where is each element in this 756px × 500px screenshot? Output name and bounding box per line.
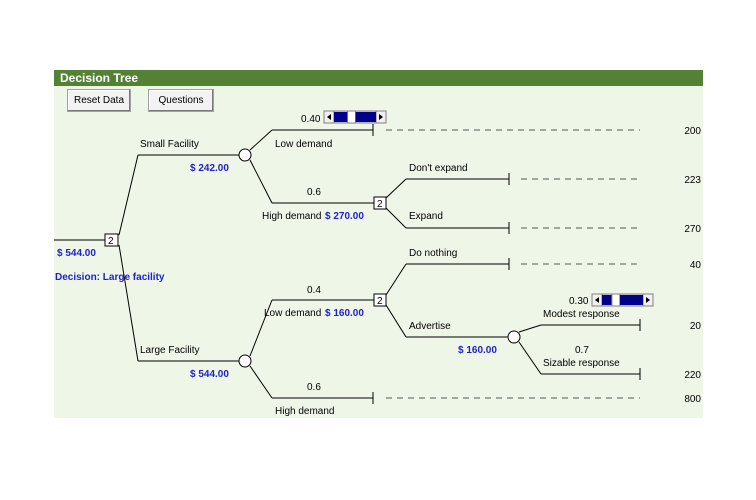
- sizable-prob: 0.7: [575, 345, 589, 356]
- small-high-label: High demand: [262, 211, 321, 222]
- do-nothing-label: Do nothing: [409, 248, 457, 259]
- large-facility-chance-node: [238, 354, 252, 368]
- small-facility-chance-node: [238, 148, 252, 162]
- large-low-prob: 0.4: [307, 285, 321, 296]
- advertise-label: Advertise: [409, 321, 451, 332]
- decision-summary: Decision: Large facility: [55, 272, 165, 283]
- large-high-label: High demand: [275, 406, 334, 417]
- small-low-prob: 0.40: [301, 114, 321, 125]
- small-high-prob: 0.6: [307, 187, 321, 198]
- large-facility-branch-diag: [118, 244, 139, 362]
- large-low-decision-node: [373, 293, 387, 307]
- slider-track[interactable]: [334, 110, 376, 124]
- advertise-diag: [385, 304, 407, 338]
- small-low-branch-diag: [249, 129, 273, 151]
- small-facility-value: $ 242.00: [190, 163, 229, 174]
- expand-diag: [385, 207, 407, 229]
- slider-track[interactable]: [602, 293, 643, 307]
- dont-expand-label: Don't expand: [409, 163, 468, 174]
- slider-thumb[interactable]: [347, 110, 357, 124]
- reset-data-button[interactable]: Reset Data: [67, 89, 131, 112]
- modest-payoff: 20: [690, 321, 702, 332]
- sizable-payoff: 220: [684, 370, 701, 381]
- large-high-diag: [249, 365, 273, 399]
- modest-probability-slider[interactable]: [591, 293, 654, 307]
- large-low-label: Low demand: [264, 308, 321, 319]
- large-high-payoff: 800: [684, 394, 701, 405]
- expand-payoff: 270: [684, 224, 701, 235]
- do-nothing-diag: [385, 263, 407, 296]
- questions-button[interactable]: Questions: [148, 89, 214, 112]
- modest-prob: 0.30: [569, 296, 589, 307]
- slider-thumb[interactable]: [611, 293, 621, 307]
- modest-diag: [518, 324, 542, 333]
- small-low-label: Low demand: [275, 139, 332, 150]
- root-decision-node: [104, 233, 119, 247]
- small-low-payoff: 200: [684, 126, 701, 137]
- root-value: $ 544.00: [57, 248, 96, 259]
- large-facility-label: Large Facility: [140, 345, 199, 356]
- dont-expand-payoff: 223: [684, 175, 701, 186]
- modest-label: Modest response: [543, 309, 620, 320]
- small-low-probability-slider[interactable]: [323, 110, 387, 124]
- large-low-branch-diag: [249, 299, 273, 357]
- small-high-node-number: 2: [377, 199, 383, 210]
- tree-panel: [54, 70, 703, 418]
- large-facility-value: $ 544.00: [190, 369, 229, 380]
- title-bar: Decision Tree: [54, 70, 703, 86]
- root-node-number: 2: [108, 236, 114, 247]
- expand-label: Expand: [409, 211, 443, 222]
- small-high-value: $ 270.00: [325, 211, 364, 222]
- advertise-chance-node: [507, 330, 521, 344]
- slider-fill: [602, 295, 612, 305]
- small-high-branch-diag: [249, 159, 273, 204]
- advertise-value: $ 160.00: [458, 345, 497, 356]
- app-title: Decision Tree: [60, 71, 139, 85]
- small-high-decision-node: [373, 196, 387, 210]
- sizable-diag: [518, 341, 542, 375]
- dont-expand-diag: [385, 178, 407, 199]
- slider-fill: [355, 112, 376, 122]
- small-facility-label: Small Facility: [140, 139, 199, 150]
- large-high-prob: 0.6: [307, 382, 321, 393]
- slider-fill: [334, 112, 348, 122]
- large-low-node-number: 2: [377, 296, 383, 307]
- slider-fill: [619, 295, 643, 305]
- small-facility-branch-diag: [118, 154, 139, 236]
- sizable-label: Sizable response: [543, 358, 620, 369]
- do-nothing-payoff: 40: [690, 260, 702, 271]
- large-low-value: $ 160.00: [325, 308, 364, 319]
